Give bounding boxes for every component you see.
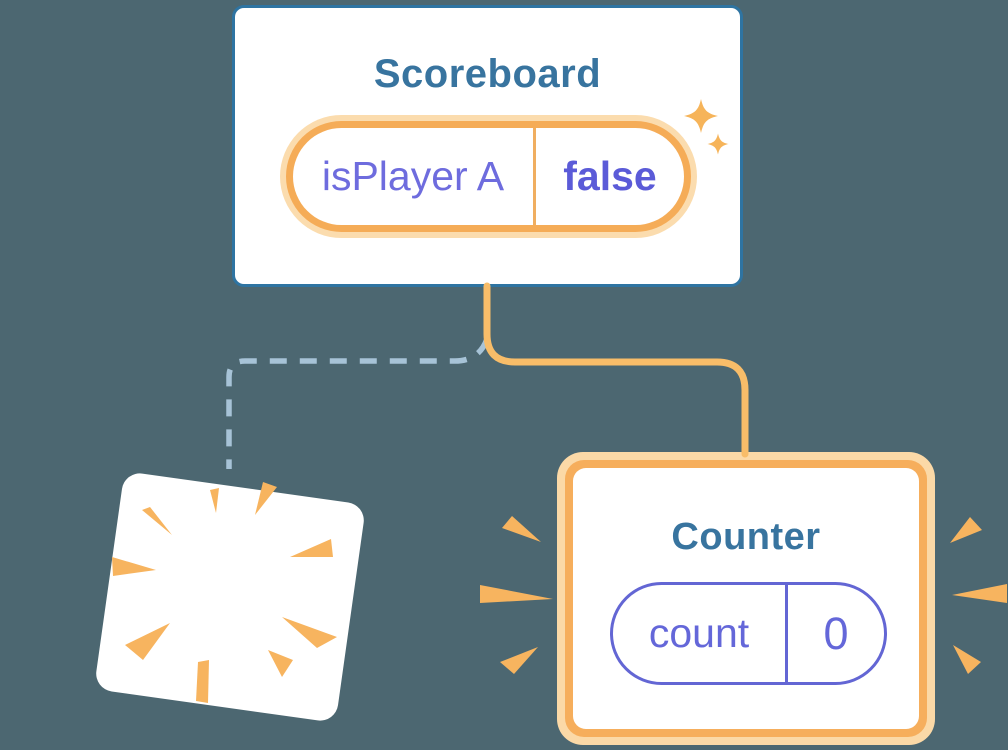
- dashed-connector-to-destroyed: [226, 337, 490, 469]
- state-value-label: false: [563, 153, 657, 199]
- burst-ray: [480, 585, 553, 603]
- destroyed-component-card: [93, 471, 367, 723]
- counter-card-body: Counter count 0: [573, 468, 919, 729]
- burst-ray: [950, 517, 982, 543]
- burst-ray: [952, 584, 1007, 603]
- count-value-label: 0: [823, 607, 849, 659]
- scoreboard-title: Scoreboard: [373, 52, 602, 96]
- counter-card: Counter count 0: [557, 452, 935, 745]
- state-pill-ring: isPlayer A false: [286, 121, 691, 232]
- burst-ray: [500, 647, 538, 674]
- burst-ray: [953, 645, 981, 674]
- counter-state-pill: count 0: [610, 582, 887, 685]
- counter-title: Counter: [671, 516, 821, 558]
- scoreboard-state-pill: isPlayer A false: [280, 115, 697, 238]
- orange-connector-to-counter: [483, 282, 749, 458]
- burst-ray: [502, 516, 541, 542]
- state-pill-body: isPlayer A false: [293, 128, 684, 225]
- counter-card-ring: Counter count 0: [565, 460, 927, 737]
- counter-pill-divider: [785, 585, 788, 682]
- state-pill-divider: [533, 128, 536, 225]
- state-name-label: isPlayer A: [321, 153, 505, 199]
- count-name-label: count: [648, 610, 750, 656]
